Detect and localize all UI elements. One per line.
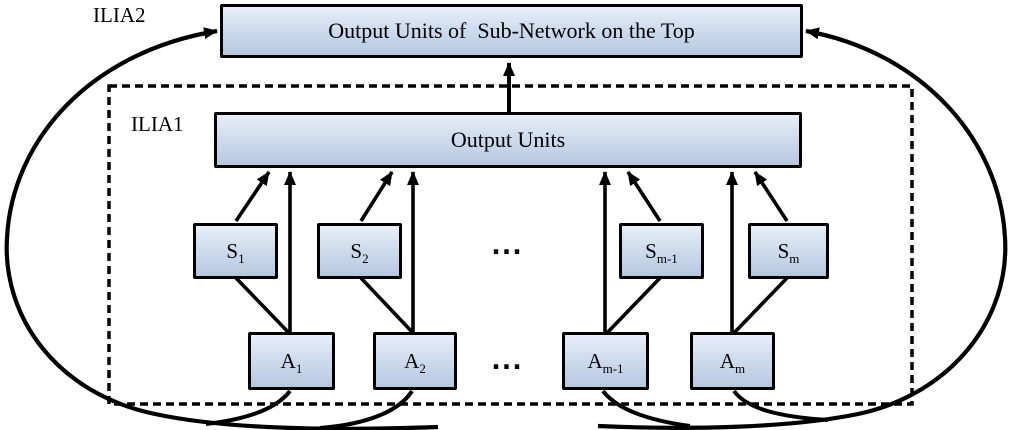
feedback-curve-a2 [319,389,414,430]
output-units-box: Output Units [214,112,802,168]
feedback-curve-am [732,389,829,422]
ilia2-label: ILIA2 [93,3,146,27]
arrow-sm-to-output-units [753,171,789,222]
a-unit-label-2: A2 [404,348,426,376]
s-unit-box-m: Sm [748,223,829,279]
s-unit-label-2: S2 [350,238,369,266]
ellipsis-lower: ... [491,346,523,375]
arrow-sm-1-to-output-units [626,171,662,222]
a-unit-label-m: Am [719,348,746,376]
link-s1-a1 [234,276,292,336]
ellipsis-upper: ... [491,231,523,260]
s-unit-label-m: Sm [777,238,800,266]
a-unit-label-1: A1 [280,348,303,376]
link-sm-am [731,276,789,336]
link-s2-a2 [359,276,416,336]
s-unit-label-1: S1 [226,238,245,266]
s-unit-label-m-1: Sm-1 [645,238,678,266]
s-unit-box-m-1: Sm-1 [619,223,704,279]
ilia1-dashed-border [107,84,914,406]
top-output-box-label: Output Units of Sub-Network on the Top [328,18,695,43]
a-unit-box-2: A2 [373,332,457,390]
a-unit-box-m: Am [690,332,775,390]
link-sm-1-am-1 [604,276,662,336]
arrow-s2-to-output-units [359,171,394,222]
top-output-box: Output Units of Sub-Network on the Top [220,4,803,58]
a-unit-box-1: A1 [248,332,335,390]
feedback-curve-am-1 [601,389,691,428]
feedback-arc-right [597,27,1008,430]
a-unit-label-m-1: Am-1 [587,348,624,376]
ilia1-label: ILIA1 [131,112,184,136]
a-unit-box-m-1: Am-1 [562,332,649,390]
s-unit-box-2: S2 [317,223,402,279]
s-unit-box-1: S1 [193,223,278,279]
arrow-s1-to-output-units [234,170,271,223]
feedback-arc-left [4,27,439,430]
output-units-box-label: Output Units [450,127,566,152]
feedback-curve-a1 [205,389,292,426]
